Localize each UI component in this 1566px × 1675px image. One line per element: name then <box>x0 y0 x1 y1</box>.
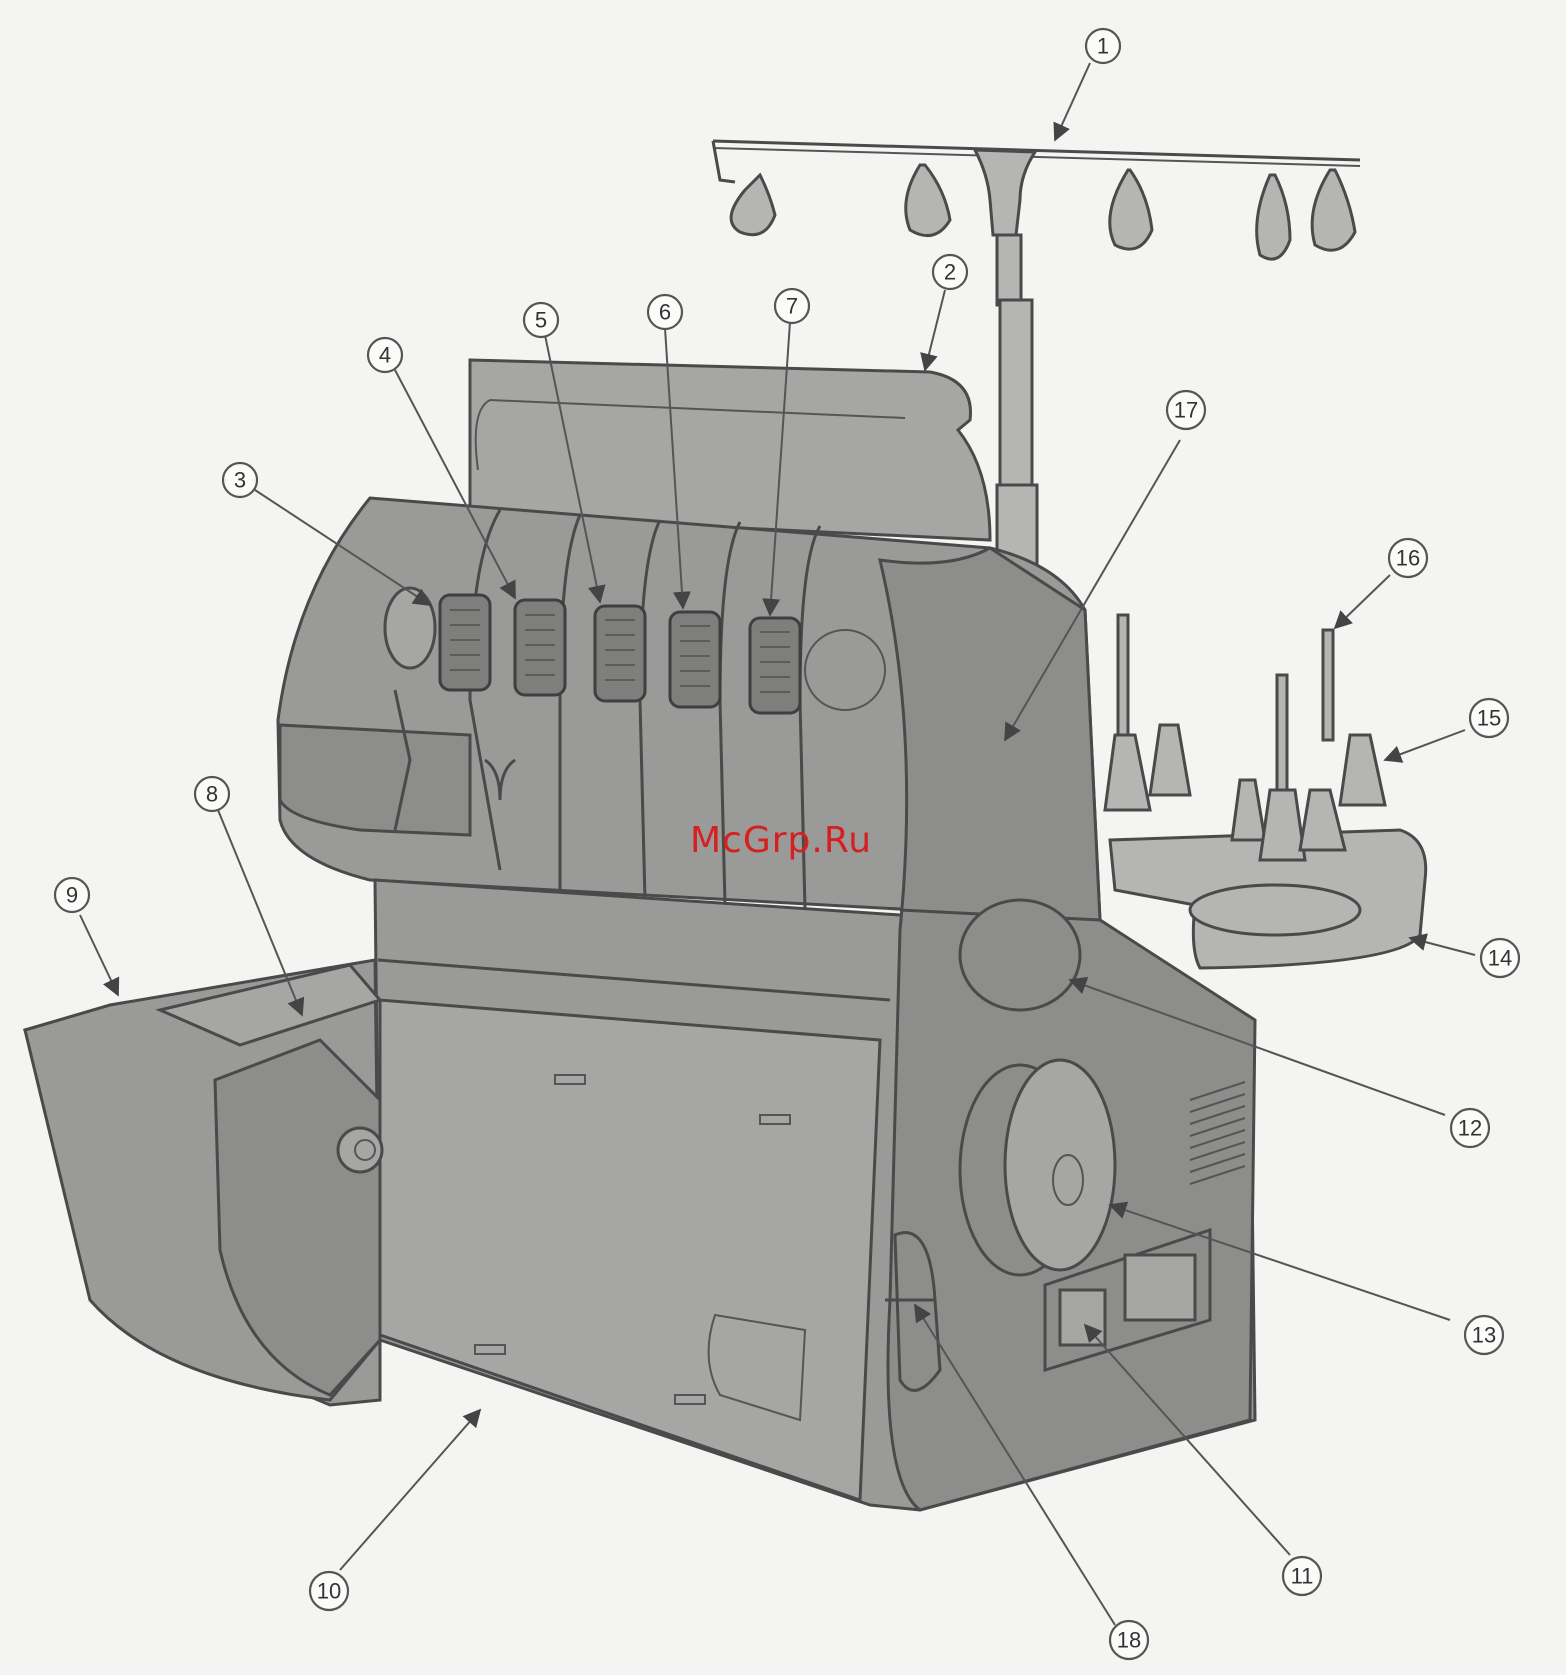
callout-10: 10 <box>310 1572 348 1610</box>
svg-text:1: 1 <box>1097 34 1109 59</box>
svg-text:18: 18 <box>1117 1628 1141 1653</box>
svg-text:15: 15 <box>1477 706 1501 731</box>
svg-text:13: 13 <box>1472 1323 1496 1348</box>
svg-text:16: 16 <box>1396 546 1420 571</box>
svg-text:11: 11 <box>1291 1564 1314 1589</box>
svg-text:9: 9 <box>66 883 78 908</box>
handwheel[interactable] <box>1005 1060 1115 1270</box>
callout-11: 11 <box>1283 1557 1321 1595</box>
svg-text:2: 2 <box>944 260 956 285</box>
svg-text:12: 12 <box>1458 1116 1482 1141</box>
callout-18: 18 <box>1110 1621 1148 1659</box>
svg-text:3: 3 <box>234 468 246 493</box>
callout-2: 2 <box>933 255 967 289</box>
callout-12: 12 <box>1451 1109 1489 1147</box>
svg-text:4: 4 <box>379 343 391 368</box>
callout-9: 9 <box>55 878 89 912</box>
svg-text:7: 7 <box>786 294 798 319</box>
spool-stand <box>1105 615 1426 968</box>
stitch-length-knob[interactable] <box>960 900 1080 1010</box>
svg-text:8: 8 <box>206 782 218 807</box>
callout-7: 7 <box>775 289 809 323</box>
svg-text:17: 17 <box>1174 398 1198 423</box>
callout-6: 6 <box>648 295 682 329</box>
callout-14: 14 <box>1481 939 1519 977</box>
power-socket <box>1125 1255 1195 1320</box>
power-switch[interactable] <box>1060 1290 1105 1345</box>
callout-8: 8 <box>195 777 229 811</box>
svg-text:14: 14 <box>1488 946 1512 971</box>
callout-4: 4 <box>368 338 402 372</box>
trim-bin <box>25 960 382 1405</box>
callout-13: 13 <box>1465 1316 1503 1354</box>
callout-17: 17 <box>1167 391 1205 429</box>
callout-5: 5 <box>524 303 558 337</box>
callout-1: 1 <box>1086 29 1120 63</box>
callout-16: 16 <box>1389 539 1427 577</box>
svg-text:5: 5 <box>535 308 547 333</box>
callout-3: 3 <box>223 463 257 497</box>
svg-text:6: 6 <box>659 300 671 325</box>
watermark: McGrp.Ru <box>690 820 872 861</box>
svg-text:10: 10 <box>317 1579 341 1604</box>
callout-15: 15 <box>1470 699 1508 737</box>
